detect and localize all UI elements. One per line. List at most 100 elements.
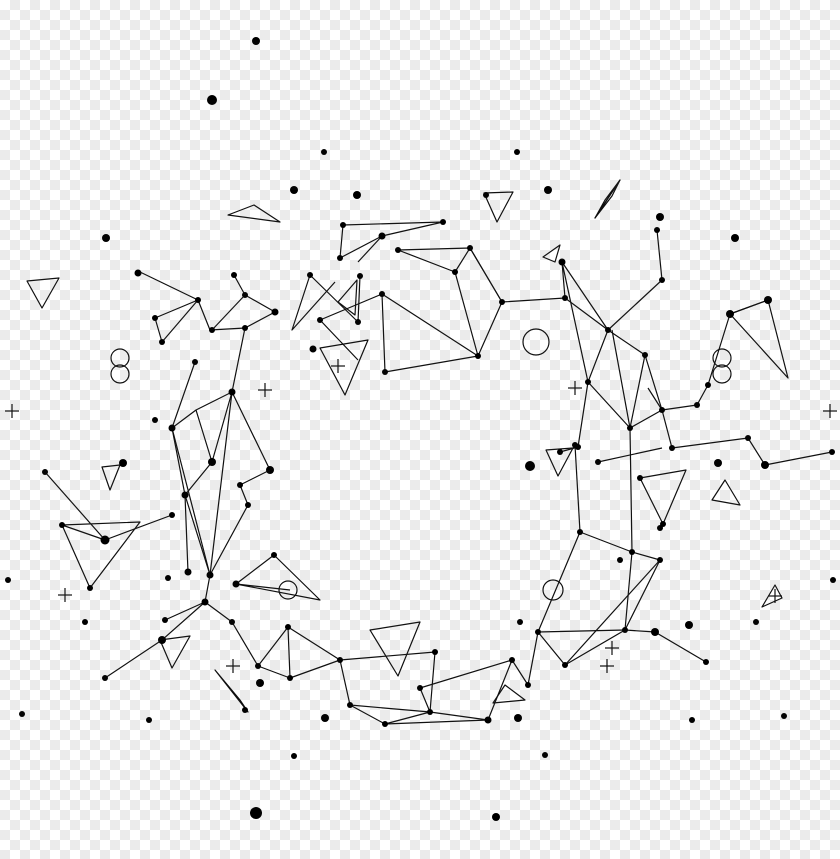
- node-dot-107: [337, 657, 343, 663]
- node-dot-4: [290, 186, 298, 194]
- network-line-37: [661, 313, 731, 411]
- node-dot-98: [535, 629, 541, 635]
- plus-mark-6: [600, 659, 614, 673]
- node-dot-12: [231, 272, 237, 278]
- node-dot-109: [427, 709, 433, 715]
- network-nodes: [5, 37, 836, 821]
- node-dot-26: [659, 277, 665, 283]
- node-dot-29: [242, 292, 248, 298]
- network-line-5: [559, 261, 589, 453]
- ring-circle-1: [110, 348, 130, 368]
- ring-circle-3: [712, 348, 732, 368]
- node-dot-54: [192, 359, 198, 365]
- node-dot-46: [694, 402, 700, 408]
- node-dot-0: [252, 37, 260, 45]
- network-line-3: [469, 247, 503, 357]
- node-dot-41: [585, 379, 591, 385]
- node-dot-48: [726, 310, 734, 318]
- network-line-46: [639, 469, 687, 525]
- network-line-24: [209, 391, 271, 576]
- network-line-16: [564, 559, 661, 666]
- node-dot-115: [321, 714, 329, 722]
- node-dot-101: [525, 682, 531, 688]
- node-dot-124: [250, 807, 262, 819]
- node-dot-66: [42, 469, 48, 475]
- network-lines: [44, 221, 833, 725]
- triangle-outline-12: [159, 635, 191, 669]
- node-dot-63: [245, 502, 251, 508]
- network-line-32: [164, 601, 206, 621]
- node-dot-1: [207, 95, 217, 105]
- node-dot-40: [475, 353, 481, 359]
- network-line-36: [671, 437, 833, 466]
- plus-mark-3: [823, 404, 837, 418]
- node-dot-17: [340, 222, 346, 228]
- node-dot-37: [379, 291, 385, 297]
- node-dot-108: [432, 649, 438, 655]
- node-dot-58: [208, 458, 216, 466]
- node-dot-19: [395, 247, 401, 253]
- network-line-45: [597, 447, 663, 463]
- node-dot-60: [266, 466, 274, 474]
- node-dot-52: [829, 449, 835, 455]
- node-dot-36: [355, 319, 361, 325]
- network-line-11: [537, 531, 661, 666]
- node-dot-95: [685, 621, 693, 629]
- node-dot-42: [642, 352, 648, 358]
- node-dot-32: [242, 325, 248, 331]
- network-line-0: [397, 247, 673, 449]
- network-line-1: [319, 247, 479, 373]
- triangle-outline-16: [729, 299, 789, 379]
- ring-circle-4: [712, 364, 732, 384]
- node-dot-67: [59, 522, 65, 528]
- node-dot-118: [146, 717, 152, 723]
- node-dot-56: [168, 424, 176, 432]
- node-dot-116: [256, 679, 264, 687]
- node-dot-85: [637, 475, 643, 481]
- node-dot-3: [514, 149, 520, 155]
- node-dot-47: [705, 382, 711, 388]
- triangle-outline-10: [369, 621, 421, 677]
- network-line-35: [61, 524, 106, 541]
- node-dot-77: [158, 636, 166, 644]
- network-line-20: [287, 626, 291, 679]
- node-dot-49: [764, 296, 772, 304]
- node-dot-80: [525, 461, 535, 471]
- node-dot-23: [562, 295, 568, 301]
- network-line-28: [233, 274, 276, 329]
- node-dot-87: [629, 549, 635, 555]
- triangle-outline-6: [101, 464, 121, 491]
- node-dot-14: [357, 273, 363, 279]
- node-dot-97: [830, 577, 836, 583]
- node-dot-33: [152, 315, 158, 321]
- triangle-outline-17: [337, 279, 358, 316]
- plus-mark-5: [226, 659, 240, 673]
- ring-circle-2: [110, 364, 130, 384]
- node-dot-27: [654, 227, 660, 233]
- node-dot-24: [558, 258, 566, 266]
- node-dot-10: [731, 234, 739, 242]
- network-line-17: [231, 621, 529, 725]
- node-dot-16: [378, 232, 386, 240]
- node-dot-96: [753, 619, 759, 625]
- node-dot-8: [102, 234, 110, 242]
- network-line-23: [139, 271, 246, 623]
- triangle-outline-9: [545, 447, 574, 477]
- outline-shapes: [5, 179, 837, 713]
- network-line-33: [44, 471, 106, 541]
- node-dot-59: [119, 459, 127, 467]
- node-dot-45: [669, 445, 675, 451]
- node-dot-99: [562, 662, 568, 668]
- network-line-25: [184, 461, 213, 573]
- triangle-outline-14: [711, 479, 741, 506]
- node-dot-111: [347, 702, 353, 708]
- node-dot-113: [484, 716, 492, 724]
- node-dot-9: [656, 213, 664, 221]
- node-dot-57: [152, 417, 158, 423]
- node-dot-6: [544, 186, 552, 194]
- node-dot-79: [82, 619, 88, 625]
- plus-mark-7: [605, 641, 619, 655]
- node-dot-90: [577, 529, 583, 535]
- node-dot-75: [201, 598, 209, 606]
- node-dot-119: [242, 707, 248, 713]
